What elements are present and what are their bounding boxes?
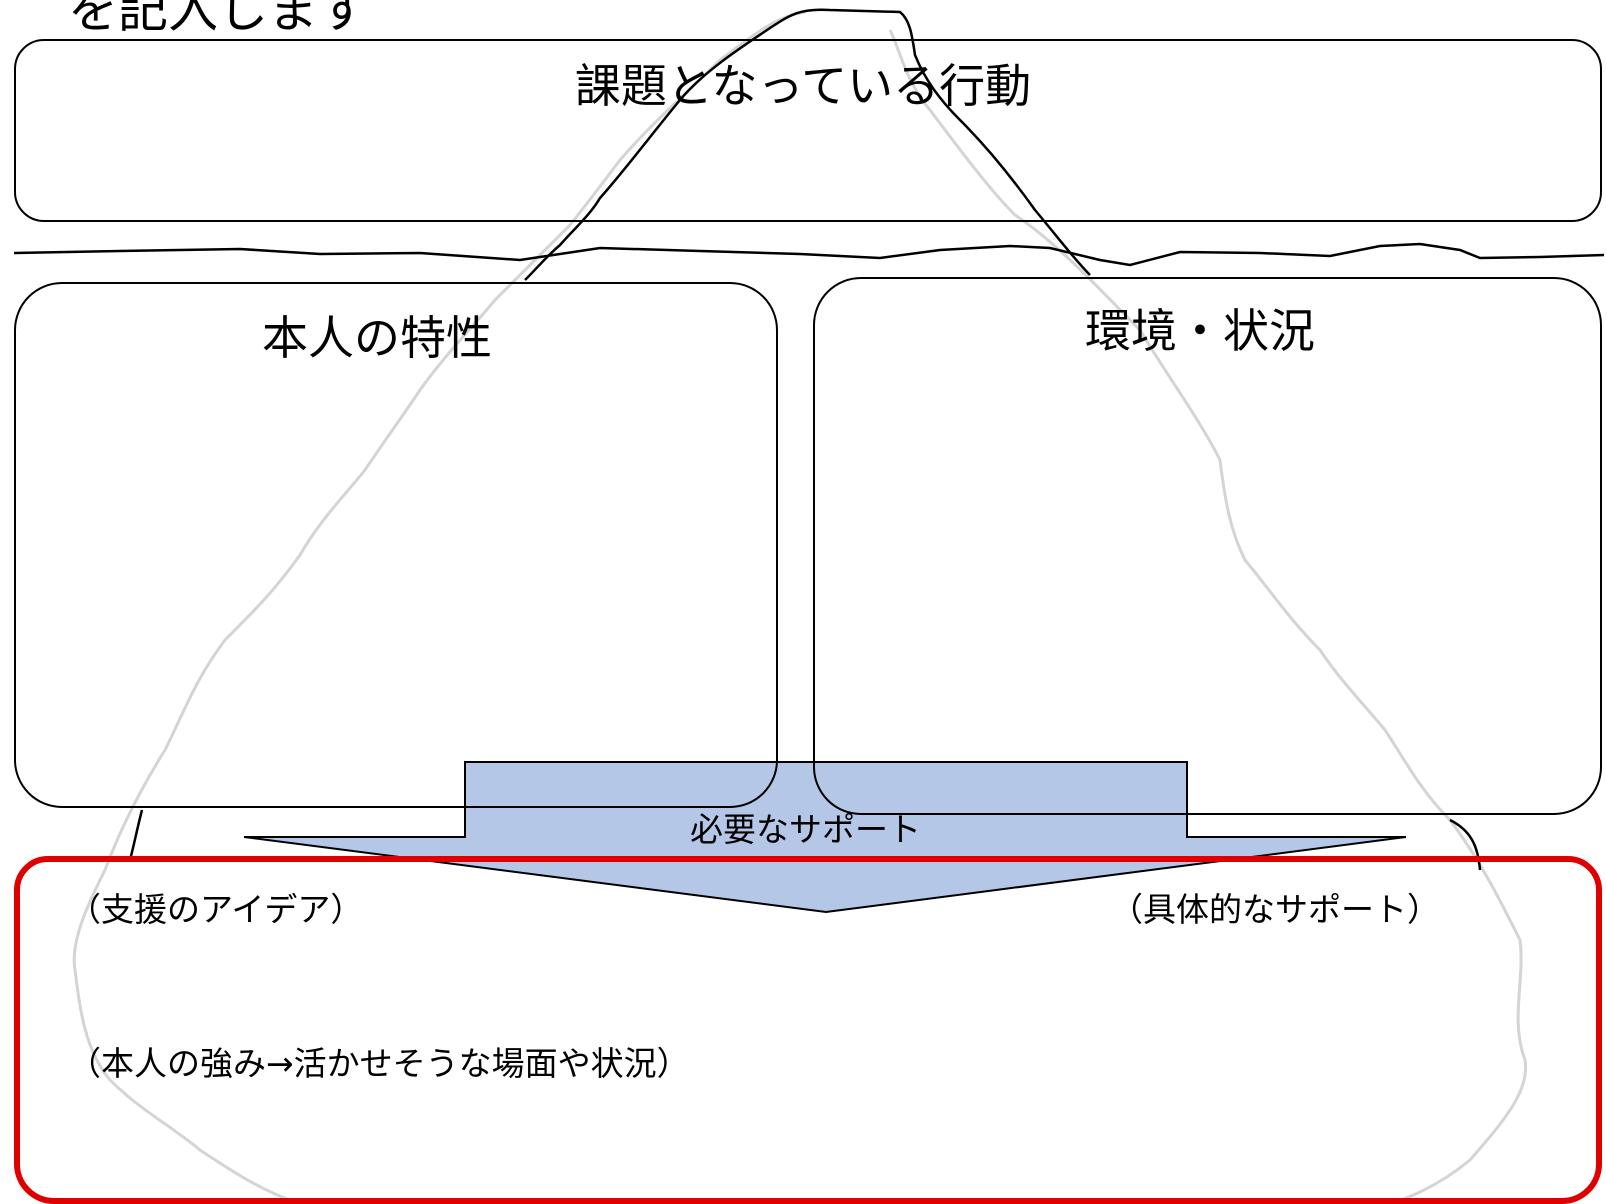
traits-title: 本人の特性 xyxy=(262,311,492,365)
support-ideas-label: （支援のアイデア） xyxy=(68,890,364,929)
iceberg-peak xyxy=(524,8,1091,281)
behavior-box xyxy=(14,39,1602,222)
support-arrow xyxy=(243,761,1407,914)
arrow-label: 必要なサポート xyxy=(690,810,921,849)
environment-title: 環境・状況 xyxy=(1085,304,1315,358)
header-partial-text: を記入します xyxy=(68,0,368,39)
concrete-support-label: （具体的なサポート） xyxy=(1110,890,1440,929)
iceberg-right-edge xyxy=(1449,818,1482,871)
water-line xyxy=(13,242,1605,267)
iceberg-outline xyxy=(72,10,1528,1204)
environment-box xyxy=(813,277,1602,815)
iceberg-left-edge xyxy=(128,809,144,861)
strengths-label: （本人の強み→活かせそうな場面や状況） xyxy=(68,1044,690,1083)
behavior-title: 課題となっている行動 xyxy=(574,59,1032,113)
traits-box xyxy=(14,282,778,808)
support-box xyxy=(14,856,1602,1204)
